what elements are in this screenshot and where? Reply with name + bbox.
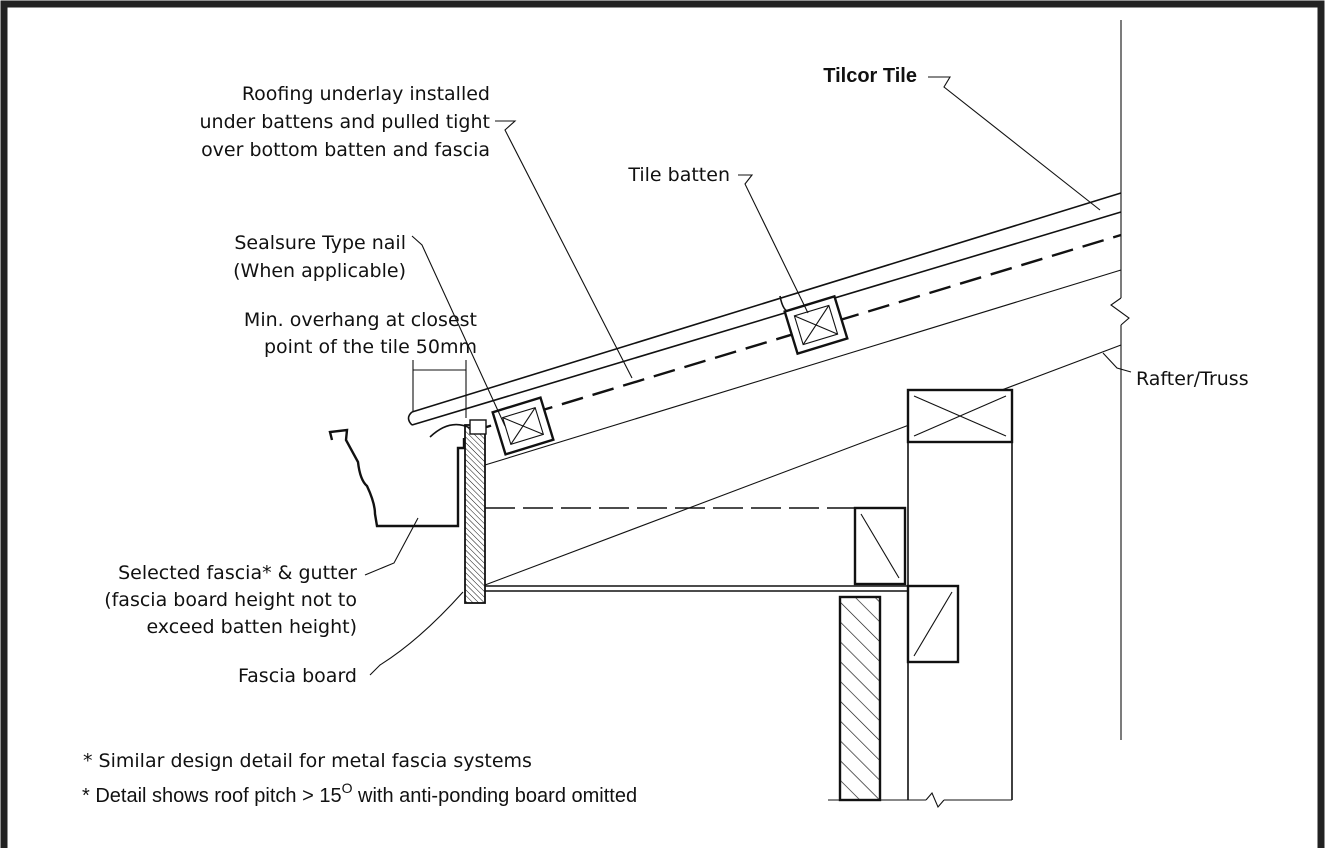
ceiling-joist-upper	[853, 506, 907, 586]
hatched-wall-section	[838, 595, 882, 802]
leader-underlay	[495, 120, 633, 379]
leader-rafter-truss	[1102, 352, 1132, 373]
gutter	[328, 428, 466, 528]
top-plate	[906, 388, 1014, 444]
label-fascia-line1: Selected fascia* & gutter	[118, 562, 357, 584]
rafter	[484, 269, 1122, 586]
label-sealsure-line1: Sealsure Type nail	[234, 232, 406, 254]
label-fascia-line3: exceed batten height)	[146, 616, 357, 638]
label-underlay-line2: under battens and pulled tight	[200, 111, 490, 133]
ceiling-joist-lower	[906, 584, 960, 664]
overhang-dimension	[412, 360, 467, 418]
wall-line	[1110, 20, 1130, 740]
leader-sealsure-nail	[411, 235, 506, 427]
note-roof-pitch: * Detail shows roof pitch > 15O with ant…	[82, 780, 637, 807]
label-overhang-line1: Min. overhang at closest	[244, 309, 477, 331]
label-sealsure-line2: (When applicable)	[233, 260, 406, 282]
label-underlay-line3: over bottom batten and fascia	[201, 139, 490, 161]
leader-tile-batten	[738, 174, 809, 314]
tile-batten-bottom	[491, 396, 555, 456]
note-roof-pitch-pre: * Detail shows roof pitch > 15	[82, 785, 342, 807]
label-fascia-line2: (fascia board height not to	[104, 589, 357, 611]
label-rafter-truss: Rafter/Truss	[1136, 368, 1249, 390]
label-overhang-line2: point of the tile 50mm	[264, 336, 477, 358]
label-tile-batten: Tile batten	[627, 164, 730, 186]
label-tilcor-tile: Tilcor Tile	[823, 65, 917, 87]
leader-fascia-board	[369, 591, 464, 676]
tilcor-tile	[407, 192, 1122, 438]
label-fascia-board: Fascia board	[238, 665, 357, 687]
note-roof-pitch-degree: O	[342, 780, 353, 796]
leader-tilcor-tile	[928, 76, 1101, 211]
tile-batten-upper	[783, 294, 849, 356]
note-roof-pitch-post: with anti-ponding board omitted	[352, 785, 637, 807]
fascia-board-shape	[464, 419, 487, 604]
note-metal-fascia: * Similar design detail for metal fascia…	[83, 750, 532, 772]
label-underlay-line1: Roofing underlay installed	[242, 83, 490, 105]
leader-selected-fascia	[364, 517, 419, 576]
soffit	[485, 507, 908, 592]
